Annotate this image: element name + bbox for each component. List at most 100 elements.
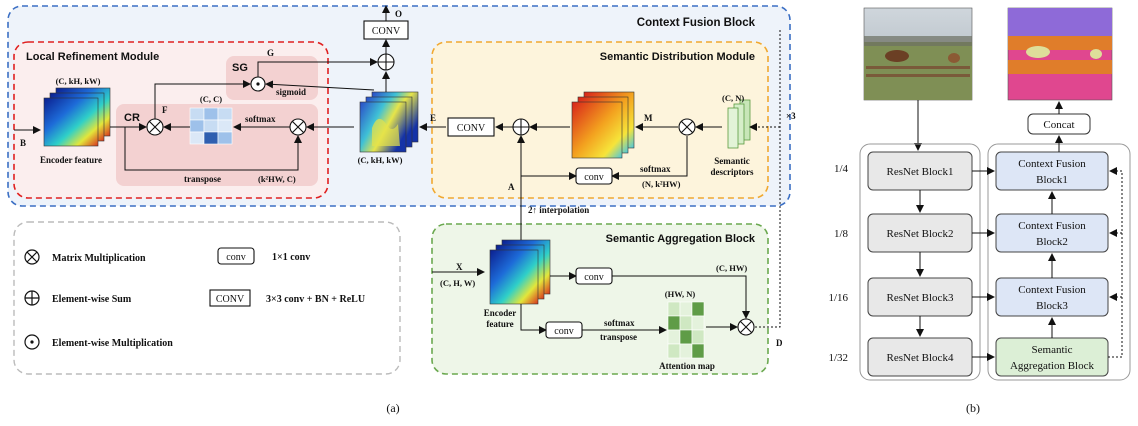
svg-text:conv: conv <box>584 172 603 183</box>
resnet-block-1: ResNet Block1 <box>867 151 973 191</box>
label-nk2hw: (N, k²HW) <box>642 179 681 189</box>
legend-conv-desc: 1×1 conv <box>272 252 310 263</box>
svg-text:CONV: CONV <box>372 26 401 37</box>
attention-map-grid <box>667 301 705 359</box>
label-sigmoid: sigmoid <box>276 87 306 97</box>
label-semantic-desc-a: Semantic <box>714 156 750 166</box>
svg-text:Aggregation Block: Aggregation Block <box>1010 360 1095 372</box>
label-hwn: (HW, N) <box>665 289 696 299</box>
caption-b: (b) <box>966 401 980 415</box>
svg-text:1/32: 1/32 <box>828 352 848 364</box>
m-feature-maps <box>571 91 635 159</box>
segmentation-output <box>1007 7 1113 101</box>
sdm-sum-node <box>512 118 530 136</box>
semantic-descriptors <box>727 99 751 149</box>
sg-dot-node <box>250 76 266 92</box>
label-O: O <box>395 9 402 19</box>
sab-conv-bottom: conv <box>545 321 583 339</box>
top-sum-node <box>377 53 395 71</box>
label-E: E <box>430 113 436 123</box>
label-x3: ×3 <box>786 111 796 121</box>
resnet-block-4: ResNet Block4 <box>867 337 973 377</box>
label-D: D <box>776 338 783 348</box>
label-chw: (C, H, W) <box>440 278 475 288</box>
lrm-matmul-node <box>289 118 307 136</box>
semantic-aggregation-block: Semantic Aggregation Block <box>431 223 769 375</box>
legend-sum: Element-wise Sum <box>52 294 132 305</box>
svg-text:Context Fusion: Context Fusion <box>1018 284 1086 296</box>
svg-text:CONV: CONV <box>457 123 486 134</box>
label-semantic-desc-b: descriptors <box>711 167 754 177</box>
label-CR: CR <box>124 112 140 124</box>
label-F: F <box>162 105 168 115</box>
label-k2hwc: (k²HW, C) <box>258 174 296 184</box>
legend-dot: Element-wise Multiplication <box>52 338 173 349</box>
e-feature-maps <box>359 91 419 153</box>
svg-text:conv: conv <box>584 272 603 283</box>
top-conv-box: CONV <box>363 20 409 40</box>
svg-text:ResNet Block2: ResNet Block2 <box>887 228 954 240</box>
sab-feature-maps <box>489 239 551 305</box>
sab-conv-top: conv <box>575 267 613 285</box>
semantic-aggregation-title: Semantic Aggregation Block <box>606 233 756 245</box>
resnet-block-3: ResNet Block3 <box>867 277 973 317</box>
dot-legend-icon <box>24 334 40 350</box>
label-softmax1: softmax <box>245 114 276 124</box>
label-ckhkw2: (C, kH, kW) <box>358 155 403 165</box>
resnet-block-2: ResNet Block2 <box>867 213 973 253</box>
caption-a: (a) <box>386 401 399 415</box>
label-softmax2: softmax <box>640 164 671 174</box>
label-cc: (C, C) <box>200 94 222 104</box>
label-interp: 2↑ interpolation <box>528 205 589 215</box>
svg-text:Context Fusion: Context Fusion <box>1018 220 1086 232</box>
cc-matrix <box>189 107 233 145</box>
label-B: B <box>20 138 26 148</box>
label-G: G <box>267 48 274 58</box>
svg-text:ResNet Block1: ResNet Block1 <box>887 166 954 178</box>
legend-CONV-desc: 3×3 conv + BN + ReLU <box>266 294 365 305</box>
svg-text:Block1: Block1 <box>1036 174 1068 186</box>
sdm-conv-box: CONV <box>447 117 495 137</box>
label-encoder-feature: Encoder feature <box>40 155 102 165</box>
sab-block: Semantic Aggregation Block <box>995 337 1109 377</box>
svg-text:Block2: Block2 <box>1036 236 1068 248</box>
input-photo <box>863 7 973 101</box>
cr-matmul-node <box>146 118 164 136</box>
label-SG: SG <box>232 62 248 74</box>
label-transpose: transpose <box>184 174 221 184</box>
matmul-legend-icon <box>24 249 40 265</box>
svg-text:Block3: Block3 <box>1036 300 1068 312</box>
cfb-block-2: Context Fusion Block2 <box>995 213 1109 253</box>
cfb-block-3: Context Fusion Block3 <box>995 277 1109 317</box>
svg-text:Semantic: Semantic <box>1032 344 1073 356</box>
concat-box: Concat <box>1027 113 1091 135</box>
sdm-conv-small: conv <box>575 167 613 185</box>
legend-matmul: Matrix Multiplication <box>52 253 146 264</box>
label-c-hw: (C, HW) <box>716 263 747 273</box>
svg-text:Concat: Concat <box>1043 119 1074 131</box>
svg-text:1/16: 1/16 <box>828 292 848 304</box>
svg-text:ResNet Block4: ResNet Block4 <box>887 352 954 364</box>
label-attention-map: Attention map <box>659 361 715 371</box>
svg-text:ResNet Block3: ResNet Block3 <box>887 292 954 304</box>
local-refinement-title: Local Refinement Module <box>26 51 159 63</box>
legend-box: Matrix Multiplication Element-wise Sum E… <box>13 221 401 375</box>
sdm-matmul-node <box>678 118 696 136</box>
sum-legend-icon <box>24 290 40 306</box>
encoder-feature-maps <box>43 87 111 147</box>
svg-text:1/4: 1/4 <box>834 163 849 175</box>
label-A: A <box>508 182 515 192</box>
label-X: X <box>456 262 463 272</box>
label-encoder-feature2b: feature <box>486 319 513 329</box>
semantic-distribution-title: Semantic Distribution Module <box>600 51 755 63</box>
label-softmax-transpose: softmax <box>604 318 635 328</box>
svg-text:1/8: 1/8 <box>834 228 849 240</box>
legend-conv-box: conv <box>226 252 245 263</box>
label-M: M <box>644 113 653 123</box>
svg-text:Context Fusion: Context Fusion <box>1018 158 1086 170</box>
label-transpose2: transpose <box>600 332 637 342</box>
legend-CONV-box: CONV <box>216 294 245 305</box>
label-cn: (C, N) <box>722 93 744 103</box>
sab-matmul-node <box>737 318 755 336</box>
context-fusion-title: Context Fusion Block <box>637 17 756 29</box>
